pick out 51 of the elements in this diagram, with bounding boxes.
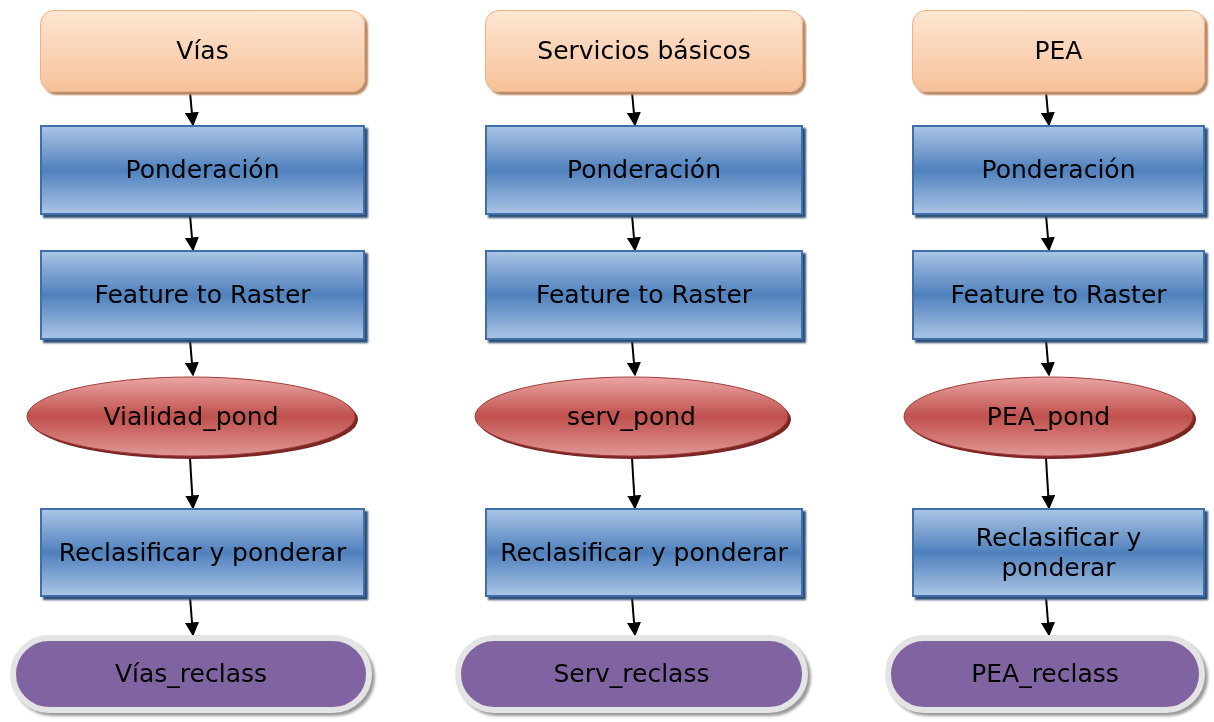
node-label: PEA_pond	[985, 401, 1112, 432]
arrow	[185, 596, 199, 637]
output-terminal	[885, 635, 1205, 713]
node-label: Feature to Raster	[949, 280, 1168, 310]
process-box	[40, 250, 365, 340]
data-ellipse	[473, 375, 790, 458]
node-label: Reclasificar y ponderar	[499, 537, 789, 568]
process-box	[912, 125, 1205, 215]
node-label: Vías_reclass	[113, 659, 269, 689]
start-box	[912, 10, 1205, 92]
arrow	[1041, 596, 1055, 637]
process-box	[912, 508, 1205, 597]
process-box	[40, 508, 365, 597]
node-label: Feature to Raster	[93, 280, 312, 310]
process-box	[485, 508, 803, 597]
node-label: Ponderación	[124, 155, 281, 185]
start-box	[485, 10, 803, 92]
arrow	[627, 457, 642, 510]
node-label: PEA	[1033, 36, 1084, 66]
arrow	[184, 339, 199, 377]
arrow	[184, 214, 199, 252]
node-label: Feature to Raster	[534, 280, 754, 310]
data-ellipse	[25, 375, 357, 458]
output-terminal	[10, 635, 372, 713]
data-ellipse	[902, 375, 1195, 458]
arrow	[1040, 91, 1055, 127]
node-label: Servicios básicos	[536, 36, 752, 66]
process-box	[485, 125, 803, 215]
node-label: Ponderación	[566, 155, 722, 185]
node-label: Reclasificar y ponderar	[974, 522, 1143, 583]
node-label: Reclasificar y ponderar	[57, 537, 348, 568]
arrow	[1040, 214, 1055, 252]
arrow	[184, 91, 199, 127]
arrow	[1040, 339, 1055, 377]
process-box	[485, 250, 803, 340]
process-box	[40, 125, 365, 215]
output-terminal	[455, 635, 808, 713]
arrow	[626, 339, 641, 377]
node-label: Vialidad_pond	[102, 401, 280, 432]
process-box	[912, 250, 1205, 340]
node-label: Ponderación	[980, 155, 1137, 185]
arrow	[626, 91, 641, 127]
arrow	[1041, 457, 1056, 510]
node-label: Vías	[175, 36, 230, 66]
start-box	[40, 10, 365, 92]
arrow	[626, 214, 641, 252]
arrow	[185, 457, 200, 510]
node-label: serv_pond	[566, 401, 697, 432]
arrow	[627, 596, 641, 637]
node-label: Serv_reclass	[552, 659, 711, 689]
node-label: PEA_reclass	[970, 659, 1120, 689]
